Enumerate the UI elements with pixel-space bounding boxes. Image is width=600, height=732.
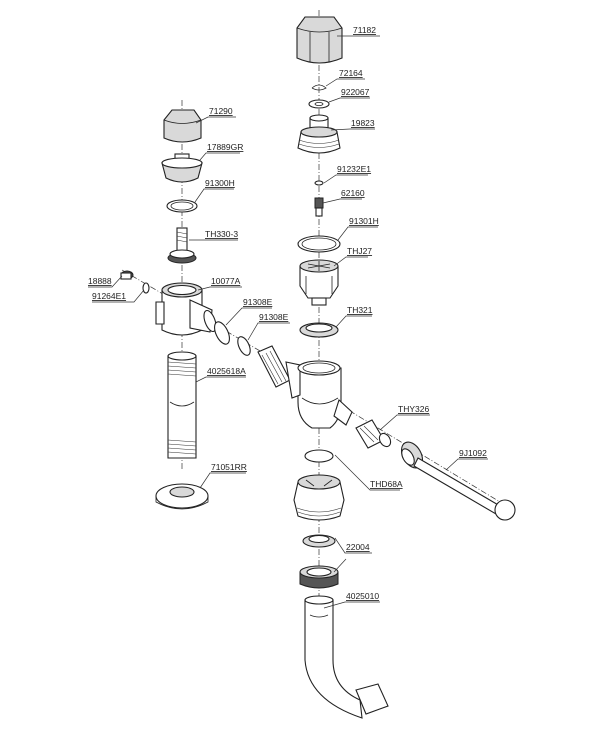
- label-10077A: 10077A: [211, 276, 241, 286]
- part-4025010-tube: [304, 595, 389, 719]
- label-71051RR: 71051RR: [211, 462, 247, 472]
- label-62160: 62160: [341, 188, 365, 198]
- label-922067: 922067: [341, 87, 370, 97]
- part-62160-pin: [314, 197, 324, 217]
- part-72164-clip: [311, 84, 327, 91]
- part-main-valve-body: [257, 345, 353, 429]
- label-THD68A: THD68A: [370, 479, 403, 489]
- part-TH330-3-stem: [167, 227, 197, 264]
- part-922067-washer: [308, 99, 330, 109]
- part-ring-lower: [302, 534, 336, 548]
- label-9J1092: 9J1092: [459, 448, 487, 458]
- part-91300H-oring: [166, 199, 198, 213]
- part-22004-nut: [299, 565, 339, 589]
- part-91264E1-washer: [142, 282, 150, 294]
- part-71051RR-flange: [155, 483, 209, 510]
- part-THY326-stem: [355, 419, 392, 449]
- part-91308E-ring-a: [214, 321, 230, 345]
- part-18888-screw: [120, 270, 134, 280]
- label-91264E1: 91264E1: [92, 291, 126, 301]
- label-22004: 22004: [346, 542, 370, 552]
- label-91232E1: 91232E1: [337, 164, 371, 174]
- part-TH321-ring: [299, 322, 339, 338]
- part-71290-cap: [163, 109, 202, 143]
- part-91301H-oring: [297, 235, 341, 253]
- part-THD68A-breaker: [293, 449, 345, 521]
- part-19823-bonnet: [297, 114, 341, 154]
- label-THY326: THY326: [398, 404, 429, 414]
- part-71182-cap: [296, 16, 343, 64]
- part-91308E-ring-b: [237, 336, 251, 356]
- part-9J1092-handle: [400, 441, 516, 521]
- part-4025618A-pipe: [167, 351, 197, 459]
- label-71290: 71290: [209, 106, 233, 116]
- label-71182: 71182: [353, 25, 376, 35]
- part-labels: 71182 72164 922067 19823 91232E1 62160 9…: [88, 25, 487, 601]
- part-10077A-body: [155, 282, 217, 336]
- label-4025010: 4025010: [346, 591, 379, 601]
- label-18888: 18888: [88, 276, 112, 286]
- part-THJ27-valve: [299, 259, 339, 306]
- label-91308E-b: 91308E: [259, 312, 289, 322]
- label-91308E-a: 91308E: [243, 297, 273, 307]
- label-91300H: 91300H: [205, 178, 235, 188]
- label-TH330-3: TH330-3: [205, 229, 238, 239]
- label-4025618A: 4025618A: [207, 366, 246, 376]
- label-17889GR: 17889GR: [207, 142, 243, 152]
- label-91301H: 91301H: [349, 216, 379, 226]
- leader-lines: [88, 35, 488, 609]
- label-TH321: TH321: [347, 305, 373, 315]
- part-17889GR-handle: [161, 153, 203, 183]
- part-91232E1-oring: [314, 180, 324, 186]
- label-72164: 72164: [339, 68, 363, 78]
- label-19823: 19823: [351, 118, 375, 128]
- label-THJ27: THJ27: [347, 246, 372, 256]
